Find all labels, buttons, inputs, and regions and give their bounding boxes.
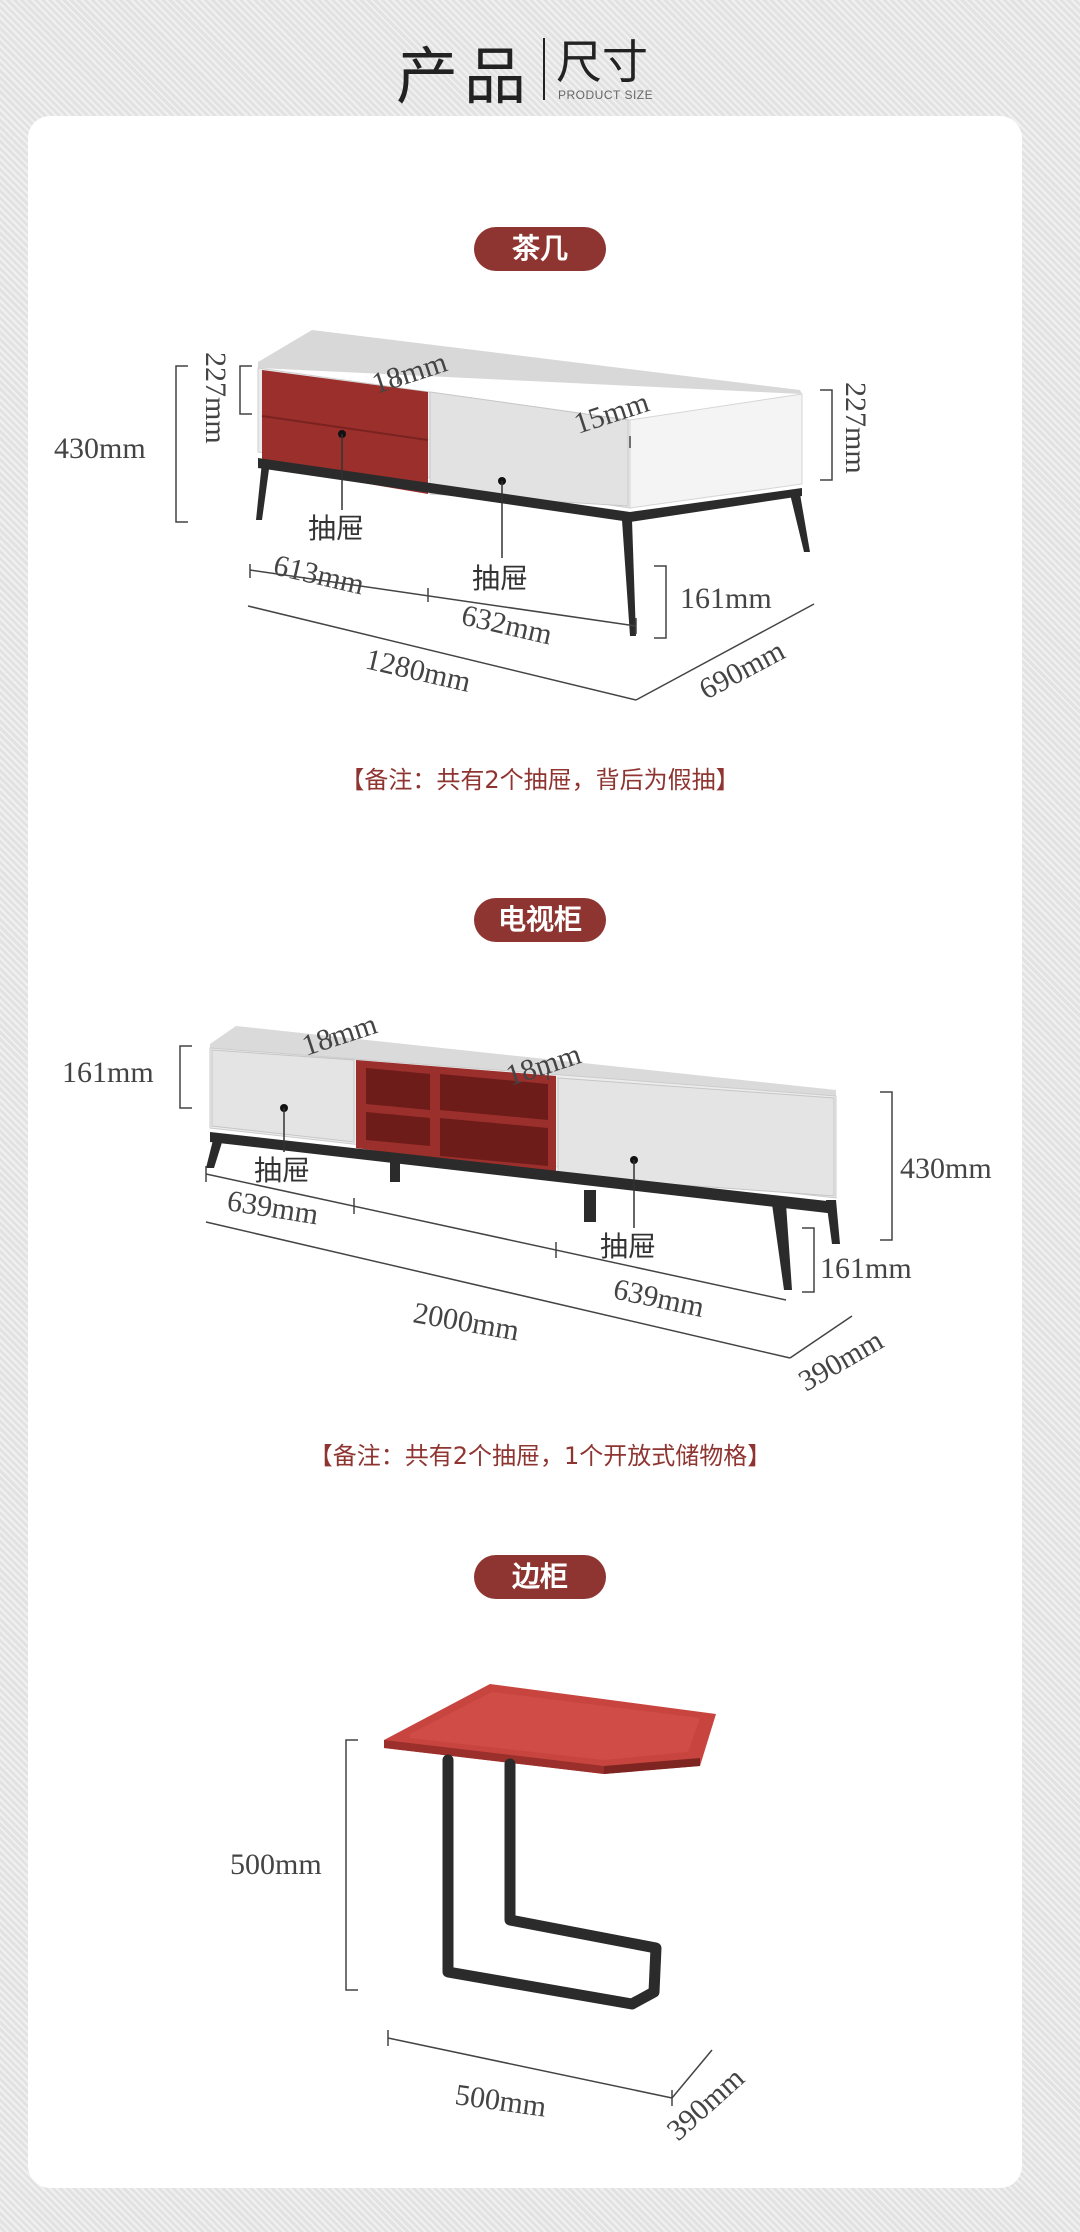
title-divider (543, 38, 545, 100)
tv-left-drawer (211, 1049, 355, 1143)
dim-tv-left-height: 161mm (62, 1056, 154, 1089)
page-subtitle: 尺寸 (556, 35, 648, 89)
drawer-label: 抽屉 (308, 512, 364, 545)
tv-right-drawer (557, 1077, 835, 1197)
tv-top (210, 1026, 836, 1096)
dim-tv-height-total: 430mm (900, 1152, 992, 1185)
coffee-table-leg (790, 494, 810, 552)
coffee-table-leg (256, 462, 270, 520)
dim-coffee-height-total: 430mm (54, 432, 146, 465)
coffee-table-side (629, 393, 803, 509)
coffee-table-top (258, 330, 802, 394)
drawer-label: 抽屉 (254, 1154, 310, 1187)
dim-coffee-leg-height: 161mm (680, 582, 772, 615)
page-subtitle-en: PRODUCT SIZE (558, 88, 654, 102)
page-header: 产品 尺寸 PRODUCT SIZE (0, 26, 1080, 113)
coffee-table-leg (622, 520, 636, 636)
tv-frame (210, 1132, 836, 1214)
tv-cabinet-note: 【备注：共有2个抽屉，1个开放式储物格】 (308, 1442, 772, 1470)
section-title-side-table: 边柜 (474, 1555, 606, 1599)
tv-leg (206, 1136, 224, 1168)
dim-side-depth: 390mm (661, 2061, 751, 2147)
coffee-table-white-drawer (429, 391, 629, 507)
dim-tv-leg-height: 161mm (820, 1252, 912, 1285)
section-title-tv-cabinet: 电视柜 (474, 898, 606, 942)
dim-side-height: 500mm (230, 1848, 322, 1881)
dim-side-width: 500mm (453, 2078, 548, 2123)
tv-leg (584, 1190, 596, 1222)
tv-leg (772, 1204, 792, 1290)
dim-coffee-left-height: 227mm (199, 352, 232, 444)
coffee-table-note: 【备注：共有2个抽屉，背后为假抽】 (340, 766, 740, 794)
drawer-label: 抽屉 (600, 1230, 656, 1263)
dim-coffee-right-height: 227mm (839, 382, 872, 474)
section-title-coffee-table: 茶几 (474, 227, 606, 271)
side-table-frame (442, 1754, 662, 2010)
tv-leg (390, 1156, 400, 1182)
drawer-label: 抽屉 (472, 562, 528, 595)
tv-leg (826, 1200, 840, 1244)
page-title: 产品 (396, 40, 533, 113)
